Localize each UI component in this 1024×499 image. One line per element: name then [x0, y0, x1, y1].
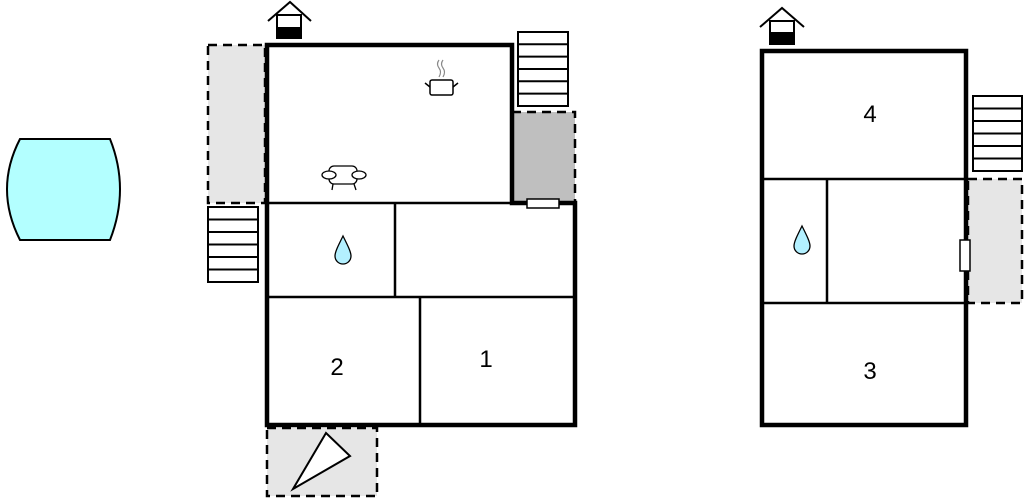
stairs-icon	[207, 206, 259, 283]
window-icon	[526, 198, 560, 209]
room-label-1: 1	[479, 346, 492, 373]
left-terrace	[206, 43, 267, 205]
window-icon	[959, 239, 971, 272]
room-label-3: 3	[863, 358, 876, 385]
kitchen-pot-icon	[424, 59, 459, 96]
compass-triangle-icon	[290, 431, 352, 492]
sofa-icon	[321, 165, 367, 191]
room-label-2: 2	[330, 354, 343, 381]
room-label-4: 4	[863, 101, 876, 128]
right-building-inner-walls	[762, 177, 966, 305]
covered-terrace	[510, 110, 577, 205]
stairs-icon	[972, 95, 1023, 172]
water-drop-icon	[793, 224, 811, 255]
right-building-outer-wall	[759, 48, 969, 428]
pool-icon	[6, 138, 121, 241]
stairs-icon	[517, 31, 569, 107]
left-building-outer-wall	[264, 42, 578, 428]
well-icon	[267, 0, 312, 39]
left-building-inner-walls	[267, 201, 575, 425]
water-drop-icon	[334, 234, 352, 265]
right-terrace	[966, 177, 1024, 305]
well-icon	[759, 6, 805, 45]
